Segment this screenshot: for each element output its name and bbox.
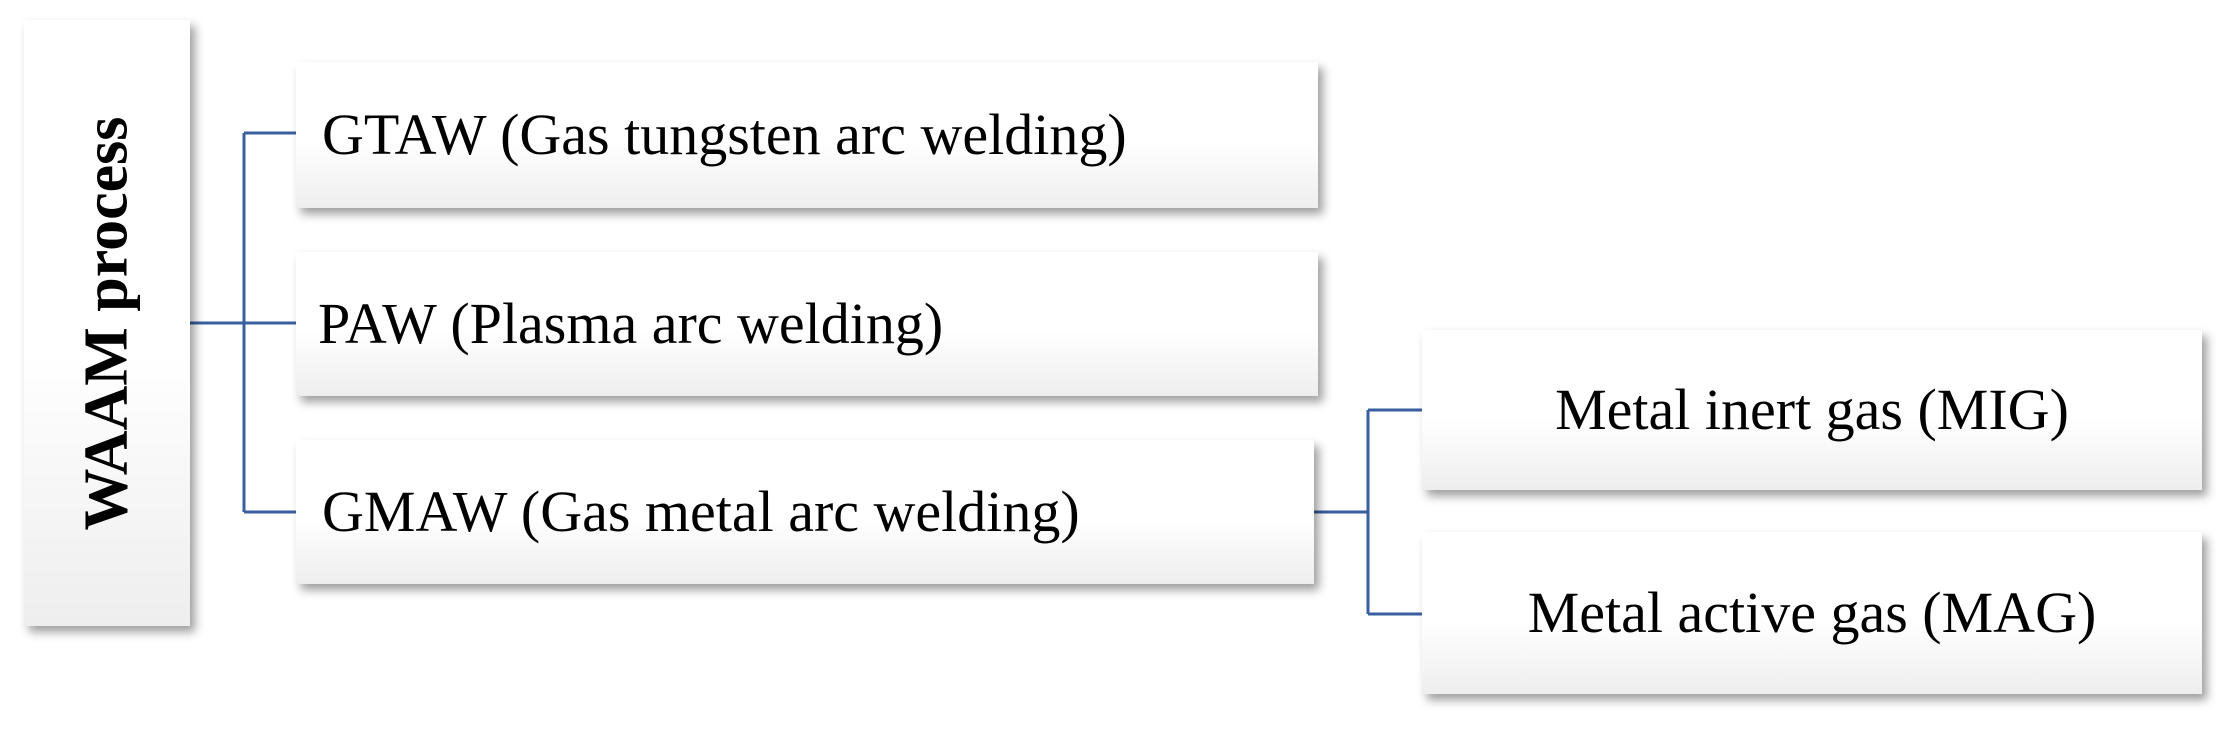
- process-node-gtaw: GTAW (Gas tungsten arc welding): [296, 62, 1318, 208]
- process-label-gmaw: GMAW (Gas metal arc welding): [322, 479, 1080, 544]
- process-node-gmaw: GMAW (Gas metal arc welding): [296, 440, 1314, 584]
- root-label: WAAM process: [72, 116, 141, 530]
- variant-label-mag: Metal active gas (MAG): [1527, 580, 2097, 645]
- process-label-gtaw: GTAW (Gas tungsten arc welding): [322, 102, 1127, 167]
- variant-node-mig: Metal inert gas (MIG): [1422, 330, 2202, 490]
- variant-node-mag: Metal active gas (MAG): [1422, 532, 2202, 694]
- variant-label-mig: Metal inert gas (MIG): [1555, 377, 2069, 442]
- root-node: WAAM process: [24, 20, 190, 626]
- process-node-paw: PAW (Plasma arc welding): [296, 252, 1318, 396]
- process-label-paw: PAW (Plasma arc welding): [318, 291, 944, 356]
